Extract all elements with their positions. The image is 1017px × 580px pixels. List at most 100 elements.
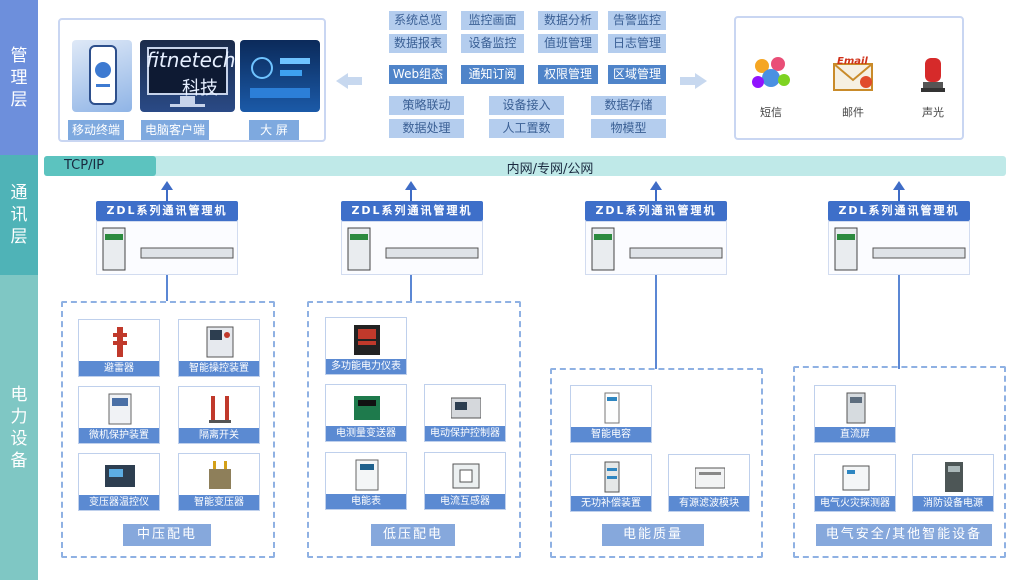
func-data-processing[interactable]: 数据处理 xyxy=(389,119,464,138)
device-fire-power-supply: 消防设备电源 xyxy=(912,454,994,512)
func-data-analysis[interactable]: 数据分析 xyxy=(538,11,598,30)
func-system-overview[interactable]: 系统总览 xyxy=(389,11,447,30)
func-alarm-monitor[interactable]: 告警监控 xyxy=(608,11,666,30)
comm-line-4 xyxy=(898,275,900,369)
management-layer-label: 管理层 xyxy=(10,45,28,110)
right-arrow-shaft xyxy=(680,77,696,85)
email-icon-text: Email xyxy=(837,56,868,67)
current-transformer-icon xyxy=(452,463,480,489)
device-microcomputer-protection: 微机保护装置 xyxy=(78,386,160,444)
communication-layer-band: 通讯层 xyxy=(0,155,38,275)
device-current-transformer: 电流互感器 xyxy=(424,452,506,510)
device-surge-arrester: 避雷器 xyxy=(78,319,160,377)
management-layer-band: 管理层 xyxy=(0,0,38,155)
device-reactive-compensation: 无功补偿装置 xyxy=(570,454,652,512)
active-filter-icon xyxy=(695,467,725,489)
monitor-icon xyxy=(147,47,228,107)
up-arrow-shaft-4 xyxy=(898,189,900,201)
group-title-medium-voltage: 中压配电 xyxy=(123,524,211,546)
device-fire-detector: 电气火灾探测器 xyxy=(814,454,896,512)
up-arrow-shaft-1 xyxy=(166,189,168,201)
temp-controller-icon xyxy=(105,465,135,487)
func-permission-management[interactable]: 权限管理 xyxy=(538,65,598,84)
fire-power-supply-icon xyxy=(945,462,963,492)
func-log-management[interactable]: 日志管理 xyxy=(608,34,666,53)
device-label: 直流屏 xyxy=(815,427,895,442)
device-transducer: 电测量变送器 xyxy=(325,384,407,442)
device-label: 智能电容 xyxy=(571,427,651,442)
func-data-report[interactable]: 数据报表 xyxy=(389,34,447,53)
device-transformer-temp-controller: 变压器温控仪 xyxy=(78,453,160,511)
mobile-terminal-tag: 移动终端 xyxy=(68,120,124,140)
left-arrow-shaft xyxy=(346,77,362,85)
dashboard-icon xyxy=(250,57,310,98)
device-multifunction-meter: 多功能电力仪表 xyxy=(325,317,407,375)
device-label: 变压器温控仪 xyxy=(79,495,159,510)
sms-icon xyxy=(752,57,790,88)
email-icon xyxy=(833,63,873,91)
device-label: 隔离开关 xyxy=(179,428,259,443)
func-thing-model[interactable]: 物模型 xyxy=(591,119,666,138)
func-data-storage[interactable]: 数据存储 xyxy=(591,96,666,115)
right-arrow-icon xyxy=(695,73,707,89)
func-strategy-linkage[interactable]: 策略联动 xyxy=(389,96,464,115)
comm-device-icon xyxy=(591,227,723,271)
device-label: 电流互感器 xyxy=(425,494,505,509)
func-web-config[interactable]: Web组态 xyxy=(389,65,447,84)
comm-manager-4 xyxy=(828,221,970,275)
network-bar xyxy=(44,156,1006,176)
device-label: 微机保护装置 xyxy=(79,428,159,443)
device-label: 多功能电力仪表 xyxy=(326,359,406,374)
device-label: 智能变压器 xyxy=(179,495,259,510)
comm-manager-title-4: ZDL系列通讯管理机 xyxy=(828,201,970,221)
pc-client-image: fitnetech 科技 xyxy=(140,40,236,112)
group-title-low-voltage: 低压配电 xyxy=(371,524,455,546)
device-smart-capacitor: 智能电容 xyxy=(570,385,652,443)
sound-light-alarm-icon xyxy=(921,58,945,92)
up-arrow-shaft-2 xyxy=(410,189,412,201)
up-arrow-icon-2 xyxy=(405,181,417,190)
group-power-quality xyxy=(550,368,763,558)
device-energy-meter: 电能表 xyxy=(325,452,407,510)
comm-manager-title-2: ZDL系列通讯管理机 xyxy=(341,201,483,221)
left-arrow-icon xyxy=(336,73,348,89)
func-monitor-screen[interactable]: 监控画面 xyxy=(461,11,524,30)
func-device-monitor[interactable]: 设备监控 xyxy=(461,34,524,53)
multifunction-meter-icon xyxy=(354,325,380,355)
func-manual-setting[interactable]: 人工置数 xyxy=(489,119,564,138)
device-label: 避雷器 xyxy=(79,361,159,376)
banner-text: fitnetech xyxy=(146,48,236,72)
surge-arrester-icon xyxy=(113,327,127,357)
communication-layer-label: 通讯层 xyxy=(10,183,28,247)
group-title-power-quality: 电能质量 xyxy=(602,524,704,546)
big-screen-image xyxy=(240,40,320,112)
device-smart-transformer: 智能变压器 xyxy=(178,453,260,511)
group-title-electrical-safety: 电气安全/其他智能设备 xyxy=(816,524,992,546)
up-arrow-icon-1 xyxy=(161,181,173,190)
sms-label: 短信 xyxy=(760,106,782,119)
up-arrow-icon-3 xyxy=(650,181,662,190)
power-equipment-layer-band: 电力设备 xyxy=(0,275,38,580)
device-label: 电能表 xyxy=(326,494,406,509)
up-arrow-shaft-3 xyxy=(655,189,657,201)
func-duty-management[interactable]: 值班管理 xyxy=(538,34,598,53)
comm-manager-title-3: ZDL系列通讯管理机 xyxy=(585,201,727,221)
func-notify-subscribe[interactable]: 通知订阅 xyxy=(461,65,524,84)
sound-light-label: 声光 xyxy=(922,106,944,119)
microcomputer-protection-icon xyxy=(108,393,132,425)
fire-detector-icon xyxy=(842,465,870,491)
big-screen-tag: 大 屏 xyxy=(249,120,299,140)
comm-manager-2 xyxy=(341,221,483,275)
device-dc-panel: 直流屏 xyxy=(814,385,896,443)
comm-line-1 xyxy=(166,275,168,301)
func-area-management[interactable]: 区域管理 xyxy=(608,65,666,84)
func-device-access[interactable]: 设备接入 xyxy=(489,96,564,115)
phone-icon xyxy=(89,45,117,105)
device-label: 消防设备电源 xyxy=(913,496,993,511)
email-label: 邮件 xyxy=(842,106,864,119)
group-low-voltage xyxy=(307,301,521,558)
transducer-icon xyxy=(354,396,380,420)
device-active-filter: 有源滤波模块 xyxy=(668,454,750,512)
device-label: 电气火灾探测器 xyxy=(815,496,895,511)
